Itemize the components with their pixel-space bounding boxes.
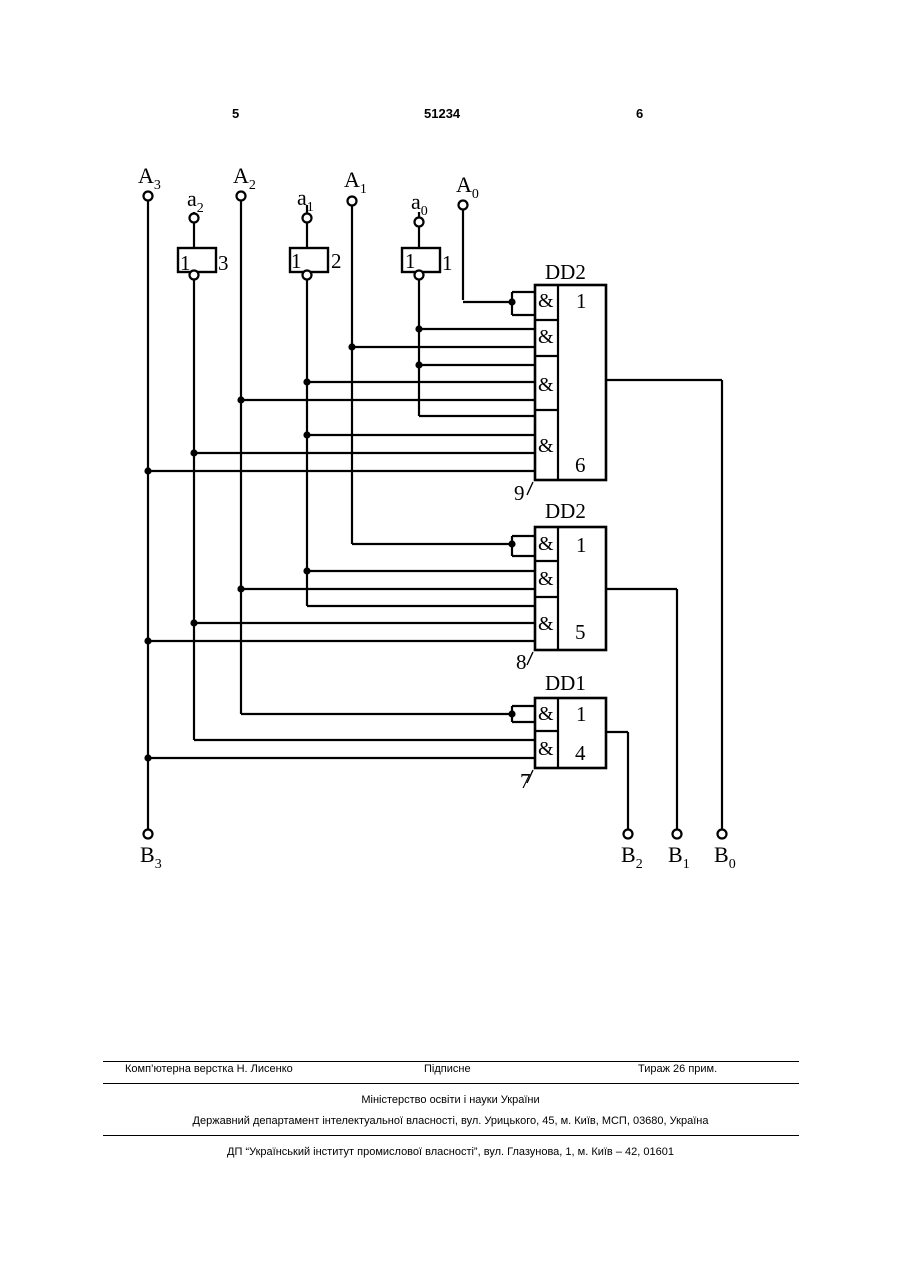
label-B3: B3 [140,842,162,872]
marker-tick [527,482,533,495]
chip-top-last-pin: 6 [575,453,586,477]
chip-bot-last-pin: 4 [575,741,586,765]
junction-dot [190,449,197,456]
label-a1: a1 [297,185,314,215]
gate-symbol: & [538,290,554,312]
logic-circuit-schematic: A3 A2 A1 A0 a2 a1 a0 B3 B2 B1 B0 1 3 1 2… [0,0,901,1000]
label-B0: B0 [714,842,736,872]
inverter-bubble [415,271,424,280]
footer-circulation: Тираж 26 прим. [638,1063,717,1075]
inverter-3-symbol: 1 [180,251,191,275]
inverter-2-symbol: 1 [291,249,302,273]
input-bridge [512,292,535,315]
junction-dot [144,754,151,761]
gate-symbol: & [538,613,554,635]
gate-symbol: & [538,326,554,348]
label-a2: a2 [187,186,204,216]
terminal [459,201,468,210]
terminal [348,197,357,206]
chip-top-marker: 9 [514,481,525,505]
inverter-1-symbol: 1 [405,249,416,273]
junction-dot [190,619,197,626]
inverter-bubble [303,271,312,280]
inverter-bubble [190,271,199,280]
label-A2: A2 [233,163,256,193]
label-A3: A3 [138,163,161,193]
junction-dot [303,431,310,438]
footer-rule-middle [103,1083,799,1084]
chip-mid-last-pin: 5 [575,620,586,644]
junction-dot [144,637,151,644]
chip-top-first-pin: 1 [576,289,587,313]
inverter-1-label: 1 [442,251,453,275]
terminals [144,192,727,839]
terminal [624,830,633,839]
terminal [673,830,682,839]
junction-dot [237,396,244,403]
inverter-3-label: 3 [218,251,229,275]
footer-department: Державний департамент інтелектуальної вл… [0,1115,901,1127]
junction-dot [237,585,244,592]
marker-tick [527,652,533,665]
inverter-2-label: 2 [331,249,342,273]
junction-dot [303,378,310,385]
label-A1: A1 [344,167,367,197]
junction-dot [508,298,515,305]
junction-dot [144,467,151,474]
footer-ministry: Міністерство освіти і науки України [0,1094,901,1106]
gate-symbol: & [538,738,554,760]
gate-symbol: & [538,374,554,396]
label-A0: A0 [456,172,479,202]
chip-top-name: DD2 [545,260,586,284]
label-B1: B1 [668,842,690,872]
chip-mid-name: DD2 [545,499,586,523]
footer-layout-credit: Комп’ютерна верстка Н. Лисенко [125,1063,293,1075]
chip-mid-first-pin: 1 [576,533,587,557]
chip-bot-name: DD1 [545,671,586,695]
junction-dot [508,710,515,717]
gate-symbol: & [538,533,554,555]
gate-symbol: & [538,568,554,590]
junction-dot [415,325,422,332]
chip-mid-marker: 8 [516,650,527,674]
terminal [237,192,246,201]
junction-dots [144,298,515,761]
chip-bot-first-pin: 1 [576,702,587,726]
junction-dot [303,567,310,574]
gate-symbol: & [538,703,554,725]
input-bridge [512,536,535,556]
junction-dot [348,343,355,350]
terminal [144,830,153,839]
chip-bot-marker: 7 [520,769,531,793]
junction-dot [508,540,515,547]
gate-symbol: & [538,435,554,457]
footer-signed: Підписне [424,1063,471,1075]
terminal [144,192,153,201]
footer-rule-bottom [103,1135,799,1136]
footer-rule-top [103,1061,799,1062]
footer-institute: ДП “Український інститут промислової вла… [0,1146,901,1158]
junction-dot [415,361,422,368]
wires [148,200,722,830]
label-B2: B2 [621,842,643,872]
terminal [718,830,727,839]
